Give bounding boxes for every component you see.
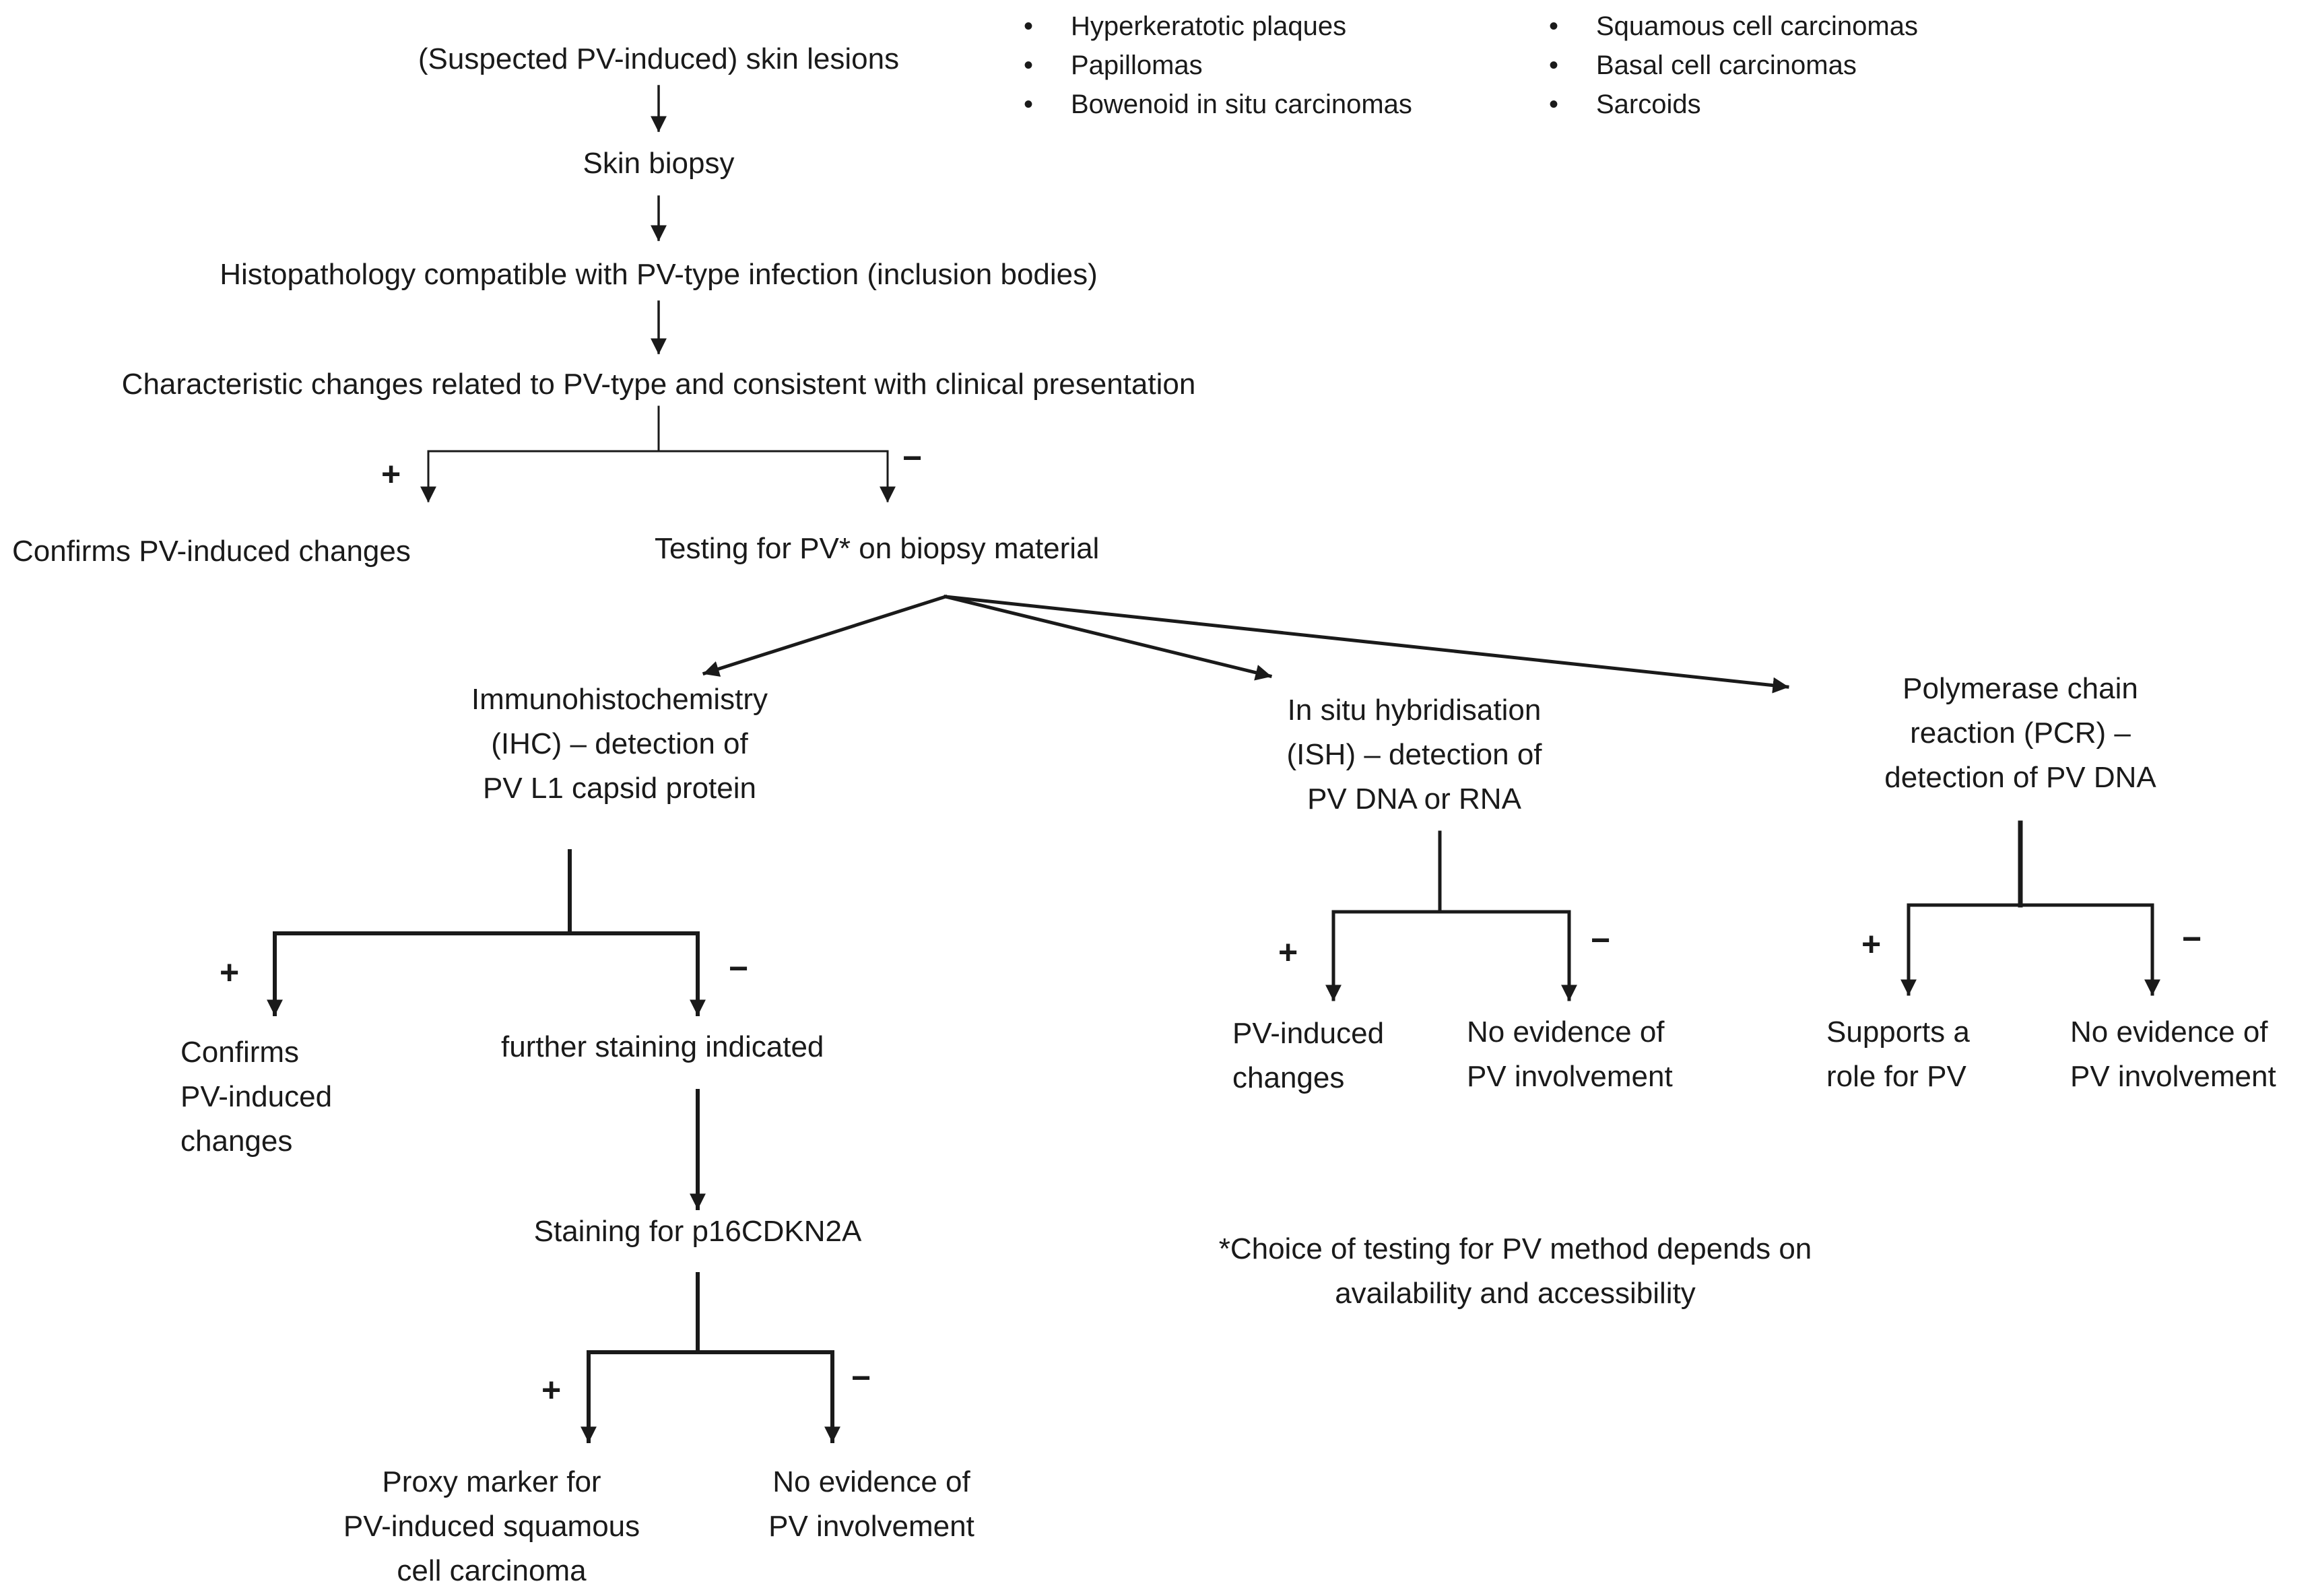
node-confirms-top: Confirms PV-induced changes xyxy=(12,535,411,568)
node-p16-negative: No evidence of PV involvement xyxy=(768,1465,974,1543)
node-pcr-positive: Supports a role for PV xyxy=(1826,1016,1970,1093)
sign-plus-pcr: + xyxy=(1861,925,1882,963)
sign-plus-p16: + xyxy=(541,1371,562,1409)
list-item: •Squamous cell carcinomas xyxy=(1549,11,1918,41)
arrow-testing-to-pcr xyxy=(944,595,1789,694)
arrow-testing-to-ihc xyxy=(702,594,948,677)
node-p16-positive: Proxy marker for PV-induced squamous cel… xyxy=(343,1465,640,1587)
sign-minus-p16: − xyxy=(851,1359,871,1397)
sign-plus-top: + xyxy=(381,455,401,493)
lesion-list-right: •Squamous cell carcinomas •Basal cell ca… xyxy=(1549,7,1918,124)
node-skin-lesions: (Suspected PV-induced) skin lesions xyxy=(418,42,900,75)
node-ish: In situ hybridisation (ISH) – detection … xyxy=(1286,694,1542,816)
node-ihc-positive: Confirms PV-induced changes xyxy=(180,1036,333,1158)
lesion-list-left: •Hyperkeratotic plaques •Papillomas •Bow… xyxy=(1024,7,1412,124)
sign-plus-ihc: + xyxy=(220,954,240,991)
node-ihc: Immunohistochemistry (IHC) – detection o… xyxy=(471,683,768,805)
sign-minus-pcr: − xyxy=(2182,920,2202,958)
node-ihc-negative: further staining indicated xyxy=(501,1030,824,1063)
list-item: •Basal cell carcinomas xyxy=(1549,51,1857,80)
branch-bar-top xyxy=(427,450,889,498)
node-characteristic-changes: Characteristic changes related to PV-typ… xyxy=(121,368,1196,401)
node-p16-staining: Staining for p16CDKN2A xyxy=(533,1215,862,1248)
node-histopathology: Histopathology compatible with PV-type i… xyxy=(220,258,1098,291)
node-testing-for-pv: Testing for PV* on biopsy material xyxy=(655,532,1100,565)
node-skin-biopsy: Skin biopsy xyxy=(583,147,735,180)
node-ish-negative: No evidence of PV involvement xyxy=(1467,1016,1673,1093)
sign-minus-top: − xyxy=(902,439,923,477)
node-pcr: Polymerase chain reaction (PCR) – detect… xyxy=(1884,672,2156,794)
list-item: •Hyperkeratotic plaques xyxy=(1024,11,1347,41)
list-item: •Papillomas xyxy=(1024,51,1203,80)
list-item: •Bowenoid in situ carcinomas xyxy=(1024,90,1412,119)
node-pcr-negative: No evidence of PV involvement xyxy=(2070,1016,2276,1093)
sign-minus-ish: − xyxy=(1591,921,1611,959)
arrow-testing-to-ish xyxy=(943,594,1273,681)
sign-minus-ihc: − xyxy=(729,950,749,987)
list-item: •Sarcoids xyxy=(1549,90,1701,119)
footnote: *Choice of testing for PV method depends… xyxy=(1218,1232,1812,1310)
sign-plus-ish: + xyxy=(1278,933,1298,971)
node-ish-positive: PV-induced changes xyxy=(1232,1017,1385,1094)
